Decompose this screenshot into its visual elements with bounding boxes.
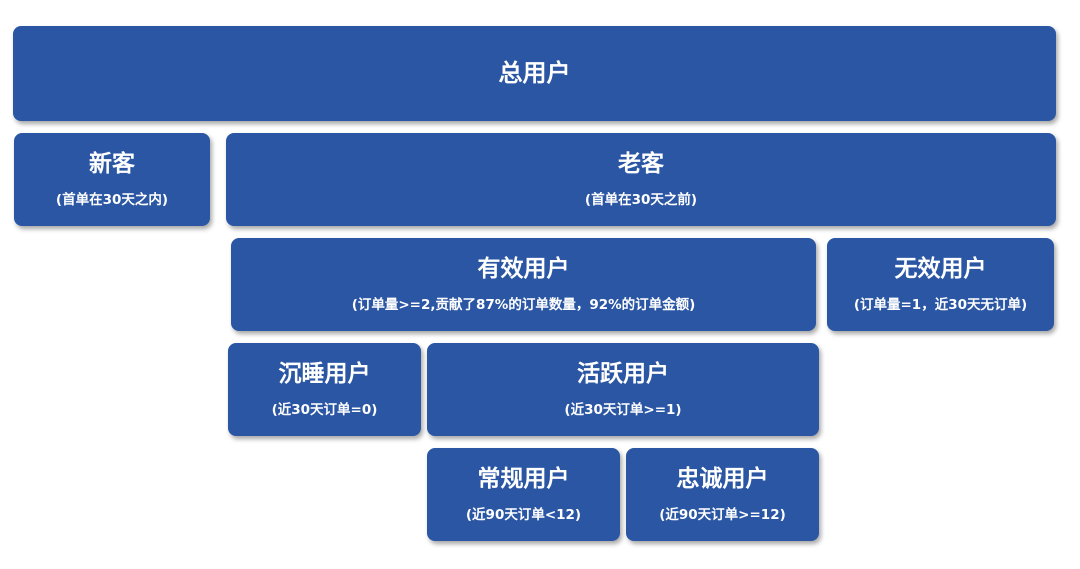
node-subtitle: (近90天订单>=12) xyxy=(659,506,786,523)
node-subtitle: (首单在30天之内) xyxy=(55,191,169,208)
node-active-users: 活跃用户 (近30天订单>=1) xyxy=(427,343,819,436)
node-subtitle: (近30天订单=0) xyxy=(271,401,378,418)
node-subtitle: (近30天订单>=1) xyxy=(564,401,682,418)
node-title: 沉睡用户 xyxy=(278,361,371,388)
node-new-customers: 新客 (首单在30天之内) xyxy=(14,133,210,226)
node-subtitle: (首单在30天之前) xyxy=(584,191,698,208)
node-subtitle: (订单量>=2,贡献了87%的订单数量，92%的订单金额) xyxy=(351,296,696,313)
node-title: 无效用户 xyxy=(894,256,987,283)
node-loyal-users: 忠诚用户 (近90天订单>=12) xyxy=(626,448,819,541)
node-invalid-users: 无效用户 (订单量=1，近30天无订单) xyxy=(827,238,1054,331)
node-dormant-users: 沉睡用户 (近30天订单=0) xyxy=(228,343,421,436)
node-old-customers: 老客 (首单在30天之前) xyxy=(226,133,1056,226)
node-regular-users: 常规用户 (近90天订单<12) xyxy=(427,448,620,541)
node-title: 总用户 xyxy=(498,58,571,87)
node-title: 新客 xyxy=(89,151,135,178)
node-title: 活跃用户 xyxy=(577,361,669,388)
node-subtitle: (近90天订单<12) xyxy=(465,506,582,523)
node-subtitle: (订单量=1，近30天无订单) xyxy=(853,296,1028,313)
node-title: 常规用户 xyxy=(477,466,570,493)
node-title: 有效用户 xyxy=(477,256,570,283)
node-total-users: 总用户 xyxy=(13,26,1056,121)
node-title: 老客 xyxy=(618,151,664,178)
node-valid-users: 有效用户 (订单量>=2,贡献了87%的订单数量，92%的订单金额) xyxy=(231,238,816,331)
node-title: 忠诚用户 xyxy=(676,466,769,493)
